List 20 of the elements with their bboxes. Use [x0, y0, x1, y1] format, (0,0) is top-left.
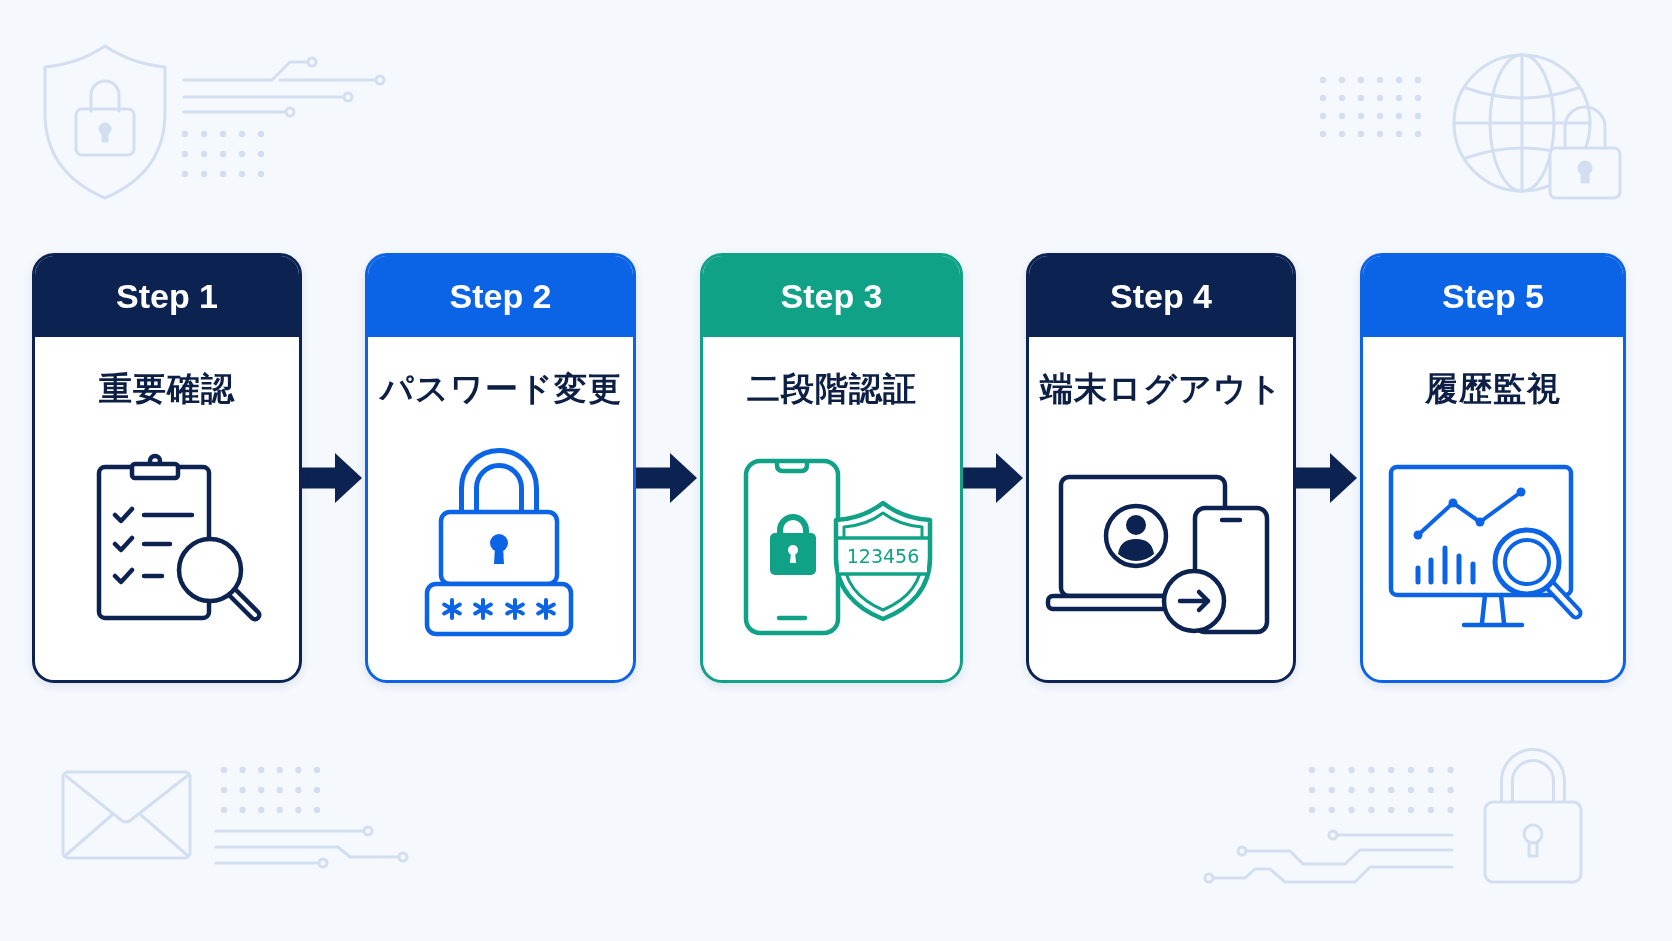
step-title: パスワード変更 [379, 369, 622, 409]
arrow [1296, 453, 1357, 503]
step-header: Step 1 [35, 256, 299, 337]
step-title: 端末ログアウト [1039, 369, 1283, 409]
arrow [963, 453, 1023, 503]
step-card [1360, 253, 1626, 683]
step-title: 重要確認 [99, 369, 235, 409]
step-card [1026, 253, 1296, 683]
step-card [365, 253, 636, 683]
step-header: Step 4 [1029, 256, 1293, 337]
step-card [700, 253, 963, 683]
arrow [302, 453, 362, 503]
code-text: 123456 [846, 545, 920, 567]
step-card [32, 253, 302, 683]
step-title: 履歴監視 [1425, 369, 1561, 409]
arrow [636, 453, 697, 503]
step-header: Step 2 [368, 256, 633, 337]
step-header: Step 5 [1363, 256, 1623, 337]
step-title: 二段階認証 [746, 369, 917, 409]
step-header: Step 3 [703, 256, 960, 337]
